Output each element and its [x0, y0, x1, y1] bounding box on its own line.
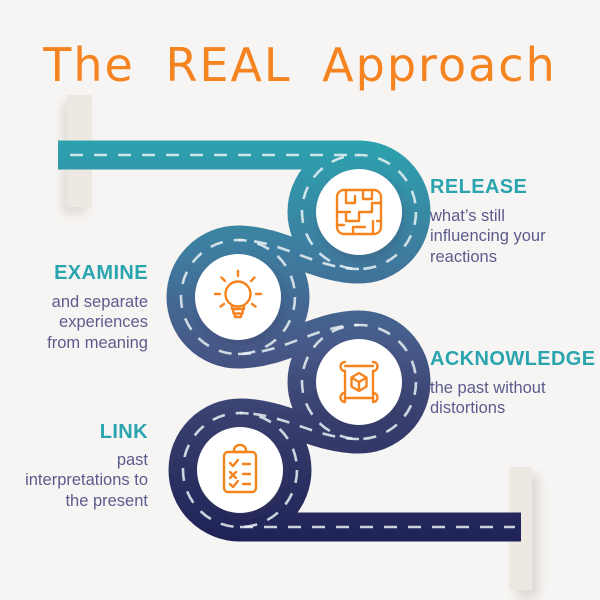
page-title: The REAL Approach [43, 38, 557, 92]
road-path [58, 140, 521, 542]
acknowledge-description: the past without distortions [430, 379, 546, 418]
road-dashed-centerline [70, 153, 515, 529]
station-circle-examine [195, 254, 281, 340]
link-description: past interpretations to the present [25, 451, 148, 510]
maze-icon [335, 188, 383, 236]
release-label: RELEASE [430, 176, 528, 198]
link-label: LINK [99, 421, 148, 443]
map-scroll-icon [339, 360, 379, 404]
release-description: what’s still influencing your reactions [430, 207, 546, 266]
checklist-icon [222, 443, 258, 494]
examine-description: and separate experiences from meaning [47, 293, 148, 352]
examine-label: EXAMINE [54, 262, 148, 284]
station-circle-link [197, 427, 283, 513]
lightbulb-icon [213, 269, 263, 319]
acknowledge-label: ACKNOWLEDGE [430, 348, 596, 370]
